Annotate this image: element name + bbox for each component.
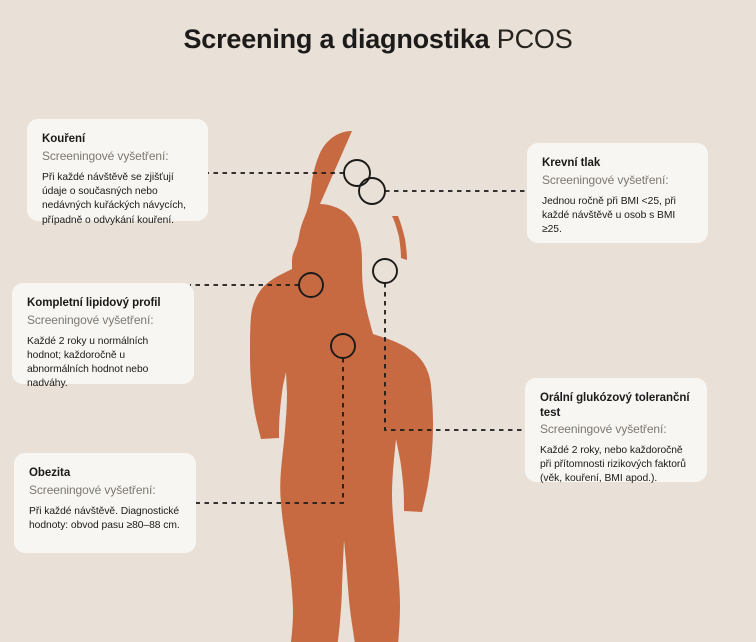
card-lipid-profile-title: Kompletní lipidový profil [27,297,161,309]
card-blood-pressure-body: Jednou ročně při BMI <25, při každé návš… [542,196,676,236]
card-obesity-subtitle: Screeningové vyšetření: [29,483,156,497]
card-lipid-profile-body: Každé 2 roky u normálních hodnot; každor… [27,335,149,390]
card-ogtt[interactable]: Orální glukózový toleranční test Screeni… [525,378,707,484]
card-ogtt-subtitle: Screeningové vyšetření: [540,422,667,436]
card-obesity-body: Při každé návštěvě. Diagnostické hodnoty… [29,506,180,532]
card-obesity[interactable]: Obezita Screeningové vyšetření: Při každ… [14,453,196,553]
page-title-light: PCOS [496,24,573,54]
card-smoking-title: Kouření [42,133,86,145]
card-ogtt-body: Každé 2 roky, nebo každoročně při přítom… [540,445,686,485]
card-smoking-body: Při každé návštěvě se zjišťují údaje o s… [42,172,186,226]
card-blood-pressure[interactable]: Krevní tlak Screeningové vyšetření: Jedn… [527,143,708,243]
card-ogtt-title: Orální glukózový toleranční test [540,392,690,419]
card-lipid-profile-subtitle: Screeningové vyšetření: [27,312,154,327]
card-lipid-profile[interactable]: Kompletní lipidový profil Screeningové v… [12,283,194,389]
page-title: Screening a diagnostika PCOS [0,22,756,56]
card-obesity-title: Obezita [29,467,71,479]
card-blood-pressure-subtitle: Screeningové vyšetření: [542,173,669,187]
page-title-strong: Screening a diagnostika [183,24,490,54]
card-smoking-subtitle: Screeningové vyšetření: [42,149,169,163]
card-smoking[interactable]: Kouření Screeningové vyšetření: Při každ… [27,119,208,226]
card-blood-pressure-title: Krevní tlak [542,157,601,169]
